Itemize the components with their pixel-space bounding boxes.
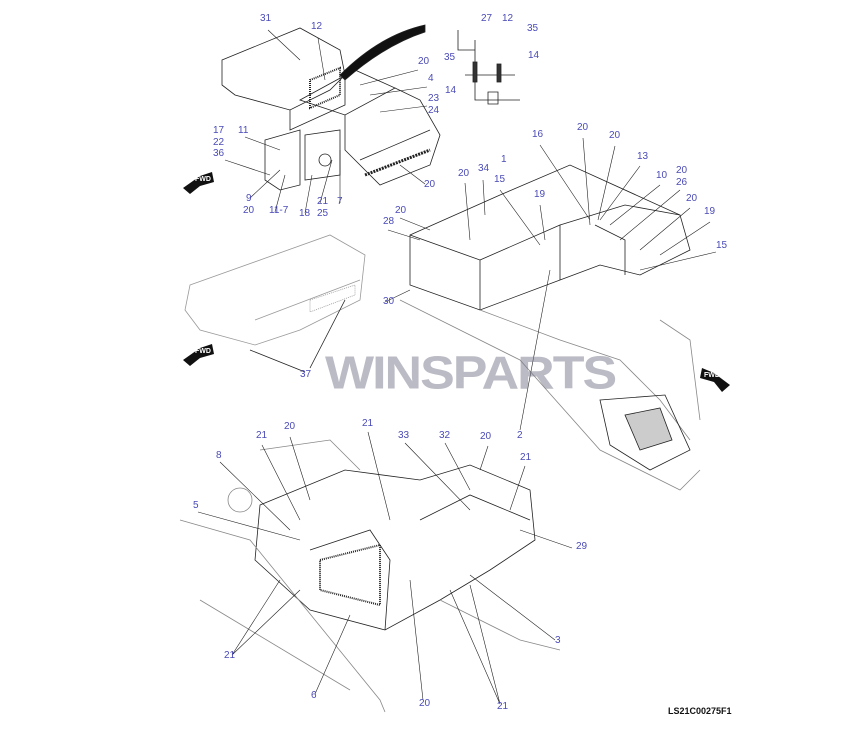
leader-lines <box>197 29 717 705</box>
bottom-machine-assembly <box>179 439 561 713</box>
callout[interactable]: 21 <box>497 701 509 712</box>
callout[interactable]: 24 <box>428 105 440 116</box>
callout[interactable]: 28 <box>383 216 395 227</box>
fwd-label: FWD <box>195 176 211 183</box>
callout[interactable]: 25 <box>317 208 329 219</box>
watermark-logo: WINSPARTS <box>325 346 617 400</box>
callout[interactable]: 21 <box>362 418 374 429</box>
callout[interactable]: 20 <box>243 205 255 216</box>
callout[interactable]: 18 <box>299 208 311 219</box>
callout[interactable]: 22 <box>213 137 225 148</box>
callout[interactable]: 16 <box>532 129 544 140</box>
callout[interactable]: 20 <box>458 168 470 179</box>
callout[interactable]: 20 <box>395 205 407 216</box>
fwd-arrow-icon <box>700 368 730 392</box>
callout[interactable]: 20 <box>418 56 430 67</box>
callout[interactable]: 31 <box>260 13 272 24</box>
callout[interactable]: 20 <box>686 193 698 204</box>
fwd-arrow-icon <box>183 344 214 366</box>
callout[interactable]: 8 <box>216 450 222 461</box>
fwd-label: FWD <box>195 348 211 355</box>
callout[interactable]: 10 <box>656 170 668 181</box>
callout[interactable]: 13 <box>637 151 649 162</box>
callout[interactable]: 20 <box>480 431 492 442</box>
callout[interactable]: 26 <box>676 177 688 188</box>
fwd-arrow-icon <box>183 172 214 194</box>
callout[interactable]: 32 <box>439 430 451 441</box>
callout[interactable]: 12 <box>311 21 323 32</box>
callout[interactable]: 20 <box>419 698 431 709</box>
callout[interactable]: 23 <box>428 93 440 104</box>
callout[interactable]: 27 <box>481 13 493 24</box>
callout[interactable]: 33 <box>398 430 410 441</box>
callout[interactable]: 29 <box>576 541 588 552</box>
middle-machine-assembly <box>399 164 701 491</box>
callout[interactable]: 20 <box>676 165 688 176</box>
callout[interactable]: 5 <box>193 500 199 511</box>
callout[interactable]: 20 <box>609 130 621 141</box>
callout[interactable]: 3 <box>555 635 561 646</box>
callout[interactable]: 19 <box>534 189 546 200</box>
callout[interactable]: 11 <box>238 125 249 136</box>
fwd-arrow-icons <box>183 172 730 392</box>
callout[interactable]: 11-7 <box>269 205 289 216</box>
callout[interactable]: 20 <box>424 179 436 190</box>
callout[interactable]: 36 <box>213 148 225 159</box>
callout[interactable]: 21 <box>317 196 329 207</box>
callout[interactable]: 35 <box>444 52 456 63</box>
callout[interactable]: 35 <box>527 23 539 34</box>
callout[interactable]: 17 <box>213 125 225 136</box>
fwd-label: FWD <box>704 372 720 379</box>
callout[interactable]: 15 <box>494 174 506 185</box>
callout[interactable]: 4 <box>428 73 434 84</box>
callout[interactable]: 30 <box>383 296 395 307</box>
callout[interactable]: 2 <box>517 430 523 441</box>
callout[interactable]: 7 <box>337 196 343 207</box>
ghost-cover-outline <box>184 234 366 373</box>
callout[interactable]: 21 <box>256 430 268 441</box>
callout[interactable]: 14 <box>528 50 540 61</box>
callout[interactable]: 20 <box>284 421 296 432</box>
callout[interactable]: 6 <box>311 690 317 701</box>
callout[interactable]: 37 <box>300 369 312 380</box>
callout[interactable]: 20 <box>577 122 589 133</box>
drawing-code: LS21C00275F1 <box>668 706 732 716</box>
callout[interactable]: 14 <box>445 85 457 96</box>
callout[interactable]: 19 <box>704 206 716 217</box>
hinge-detail-inset <box>457 30 520 105</box>
top-cover-assembly <box>221 24 441 191</box>
callout[interactable]: 15 <box>716 240 728 251</box>
callout[interactable]: 21 <box>224 650 236 661</box>
callout[interactable]: 9 <box>246 193 252 204</box>
callout[interactable]: 21 <box>520 452 532 463</box>
callout[interactable]: 12 <box>502 13 514 24</box>
callout[interactable]: 1 <box>501 154 507 165</box>
callout[interactable]: 34 <box>478 163 490 174</box>
